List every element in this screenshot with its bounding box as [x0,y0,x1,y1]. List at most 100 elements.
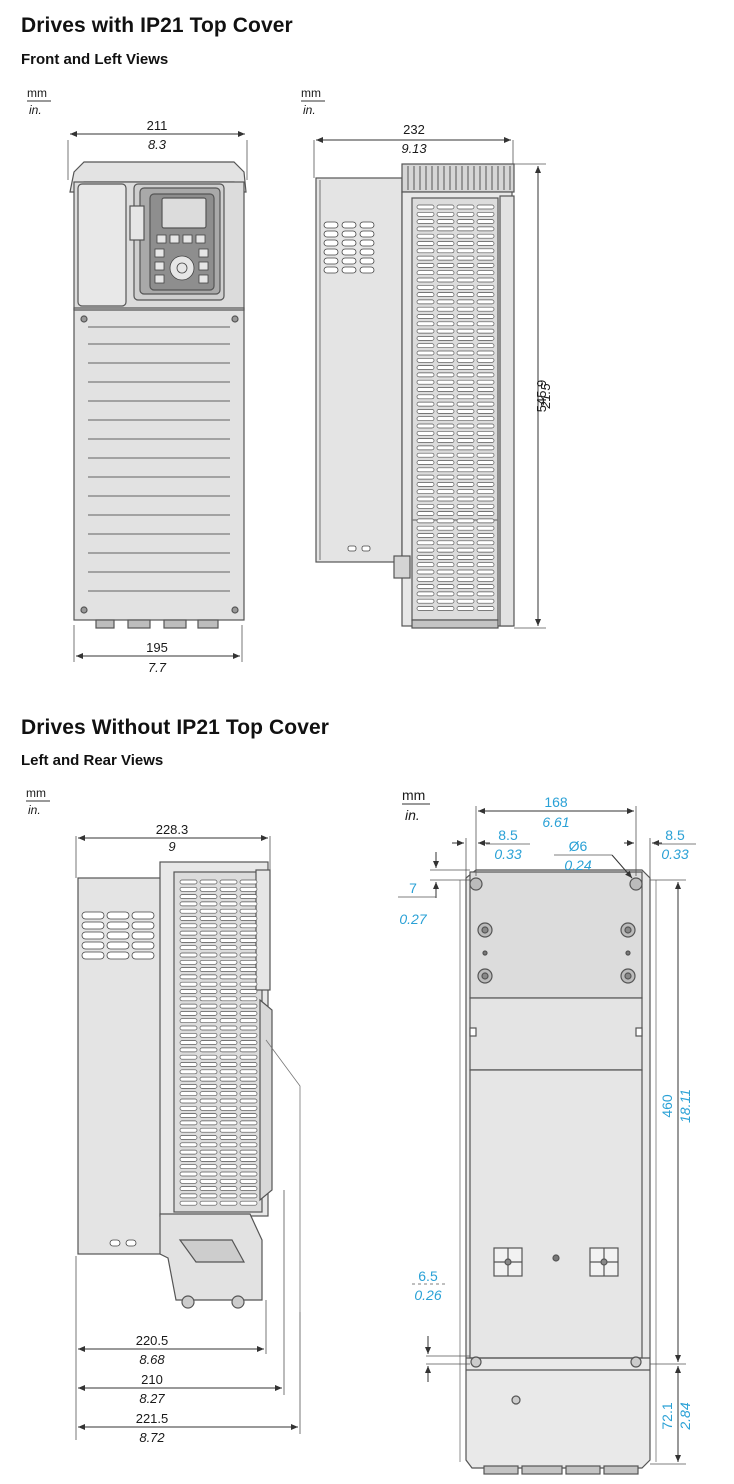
vent-slot [219,1054,238,1060]
vent-slot [456,336,475,341]
vent-slot [476,233,495,239]
vent-slot [476,598,495,604]
vent-slot [416,350,435,356]
vent-slot [239,1105,258,1111]
vent-slot [476,336,495,341]
left-view-vents [416,204,495,611]
vent-slot [456,489,475,495]
vent-slot [219,1149,238,1155]
left2-d3-in: 8.72 [139,1430,165,1445]
vent-slot [456,248,475,254]
vent-slot [179,1178,198,1184]
vent-slot [239,1186,258,1191]
vent-slot [179,1076,198,1082]
vent-slot [456,233,475,239]
vent-slot [179,959,198,965]
vent-slot [476,379,495,385]
vent-slot [416,482,435,487]
vent-slot [179,1018,198,1024]
vent-slot [436,372,455,378]
vent-slot [179,1062,198,1067]
vent-slot [199,1069,218,1075]
vent-slot [219,1084,238,1089]
vent-slot [476,606,495,611]
vent-slot [219,1157,238,1162]
left-depth-mm: 232 [403,122,425,137]
vent-slot [456,372,475,378]
vent-slot [456,569,475,575]
vent-slot [476,496,495,502]
vent-slot [199,1025,218,1031]
vent-slot [476,445,495,451]
vent-slot [456,482,475,487]
vent-slot [219,1069,238,1075]
vent-slot [219,908,238,914]
vent-slot [199,923,218,929]
vent-slot [239,1018,258,1024]
vent-slot [199,1040,218,1045]
vent-slot [436,438,455,443]
vent-slot [476,474,495,480]
vent-slot [476,387,495,392]
vent-slot [436,474,455,480]
vent-slot [436,489,455,495]
vent-slot [476,270,495,276]
unit-legend-front: mm in. [27,86,51,117]
vent-slot [239,1091,258,1097]
vent-slot [179,996,198,1002]
vent-slot [416,460,435,465]
vent-slot [436,321,455,327]
vent-slot [219,959,238,965]
vent-slot [199,989,218,994]
vent-slot [416,416,435,422]
vent-slot [416,445,435,451]
vent-slot [416,321,435,327]
vent-slot [456,204,475,210]
vent-slot [239,1040,258,1045]
vent-slot [436,416,455,422]
vent-slot [239,974,258,980]
vent-slot [436,460,455,465]
vent-slot [199,1149,218,1155]
vent-slot [476,350,495,356]
vent-slot [476,321,495,327]
vent-slot [476,204,495,210]
left-view2-drawing [77,861,301,1312]
vent-slot [219,1076,238,1082]
vent-slot [199,901,218,907]
vent-slot [476,328,495,334]
vent-slot [179,1098,198,1104]
vent-slot [179,974,198,980]
vent-slot [436,292,455,297]
rear-hole-in: 0.24 [564,857,591,873]
vent-slot [179,1011,198,1016]
vent-slot [199,1127,218,1133]
vent-slot [199,967,218,972]
vent-slot [199,886,218,892]
vent-slot [239,1011,258,1016]
vent-slot [199,1098,218,1104]
vent-slot [219,1135,238,1140]
vent-slot [416,518,435,524]
vent-slot [476,591,495,597]
vent-slot [219,1127,238,1133]
vent-slot [219,1040,238,1045]
vent-slot [416,306,435,312]
vent-slot [416,423,435,429]
vent-slot [456,496,475,502]
unit-mm: mm [26,786,46,800]
vent-slot [456,598,475,604]
vent-slot [416,540,435,546]
rear-hole-mm: Ø6 [569,838,588,854]
vent-slot [436,562,455,568]
vent-slot [416,211,435,217]
vent-slot [456,270,475,276]
vent-slot [199,1178,218,1184]
front-view-drawing [69,161,247,629]
vent-slot [179,930,198,936]
vent-slot [456,445,475,451]
vent-slot [456,576,475,582]
rear-bottom-offset-dimension: 6.5 0.26 [412,1268,470,1382]
vent-slot [239,1178,258,1184]
